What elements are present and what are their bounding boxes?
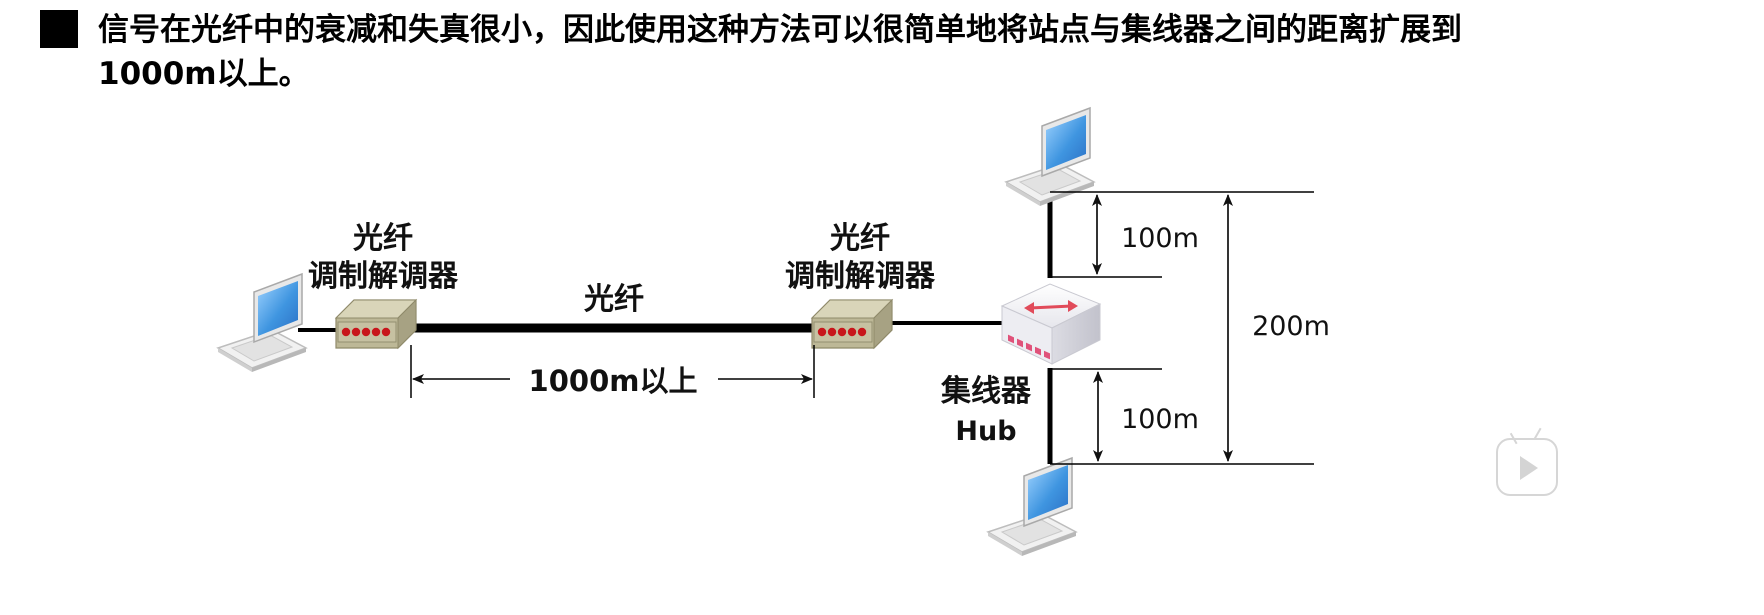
laptop-icon [217,273,307,373]
fiber-modem-icon [335,299,417,349]
segment-bottom-label: 100m [1121,404,1199,435]
bullet-square-icon [40,10,78,48]
hub-label-line2: Hub [955,416,1016,447]
modem-left-label-line1: 光纤 [353,221,413,256]
modem-right-label-line1: 光纤 [830,221,890,256]
page-title: 信号在光纤中的衰减和失真很小，因此使用这种方法可以很简单地将站点与集线器之间的距… [98,12,1462,92]
fiber-modem-icon [811,299,893,349]
hub-label-line1: 集线器 [940,374,1032,409]
modem-left-label-line2: 调制解调器 [308,259,459,294]
segment-top-label: 100m [1121,223,1199,254]
laptop-icon [987,457,1077,557]
fiber-label: 光纤 [584,282,644,317]
hub-icon [1000,283,1102,365]
modem-right-label-line2: 调制解调器 [785,259,936,294]
segment-total-label: 200m [1252,311,1330,342]
distance-label: 1000m以上 [529,364,698,398]
play-button-icon[interactable] [1496,427,1558,496]
play-triangle-icon [1520,456,1538,480]
